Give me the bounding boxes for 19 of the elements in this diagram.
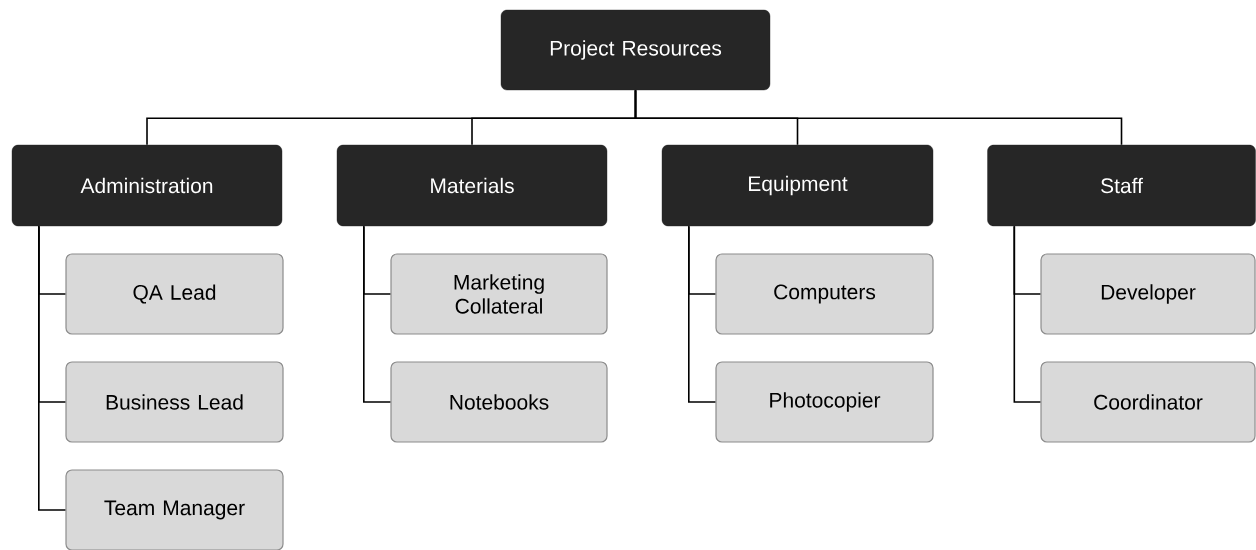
connector-line	[634, 89, 1123, 146]
title-box: Project Resources	[500, 9, 771, 91]
item-box: Coordinator	[1040, 361, 1256, 443]
category-box: Materials	[336, 144, 608, 227]
category-box: Administration	[11, 144, 283, 227]
category-box: Equipment	[661, 144, 934, 227]
item-box: Marketing Collateral	[390, 253, 608, 335]
connector-line	[1013, 225, 1042, 403]
item-box: Notebooks	[390, 361, 608, 443]
connector-line	[363, 225, 392, 403]
item-box: Computers	[715, 253, 934, 335]
connector-line	[38, 225, 67, 511]
connector-line	[688, 225, 717, 403]
category-box: Staff	[987, 144, 1256, 227]
item-box: Team Manager	[65, 469, 284, 550]
item-box: Developer	[1040, 253, 1256, 335]
item-box: QA Lead	[65, 253, 284, 335]
item-box: Photocopier	[715, 361, 934, 443]
item-box: Business Lead	[65, 361, 284, 443]
